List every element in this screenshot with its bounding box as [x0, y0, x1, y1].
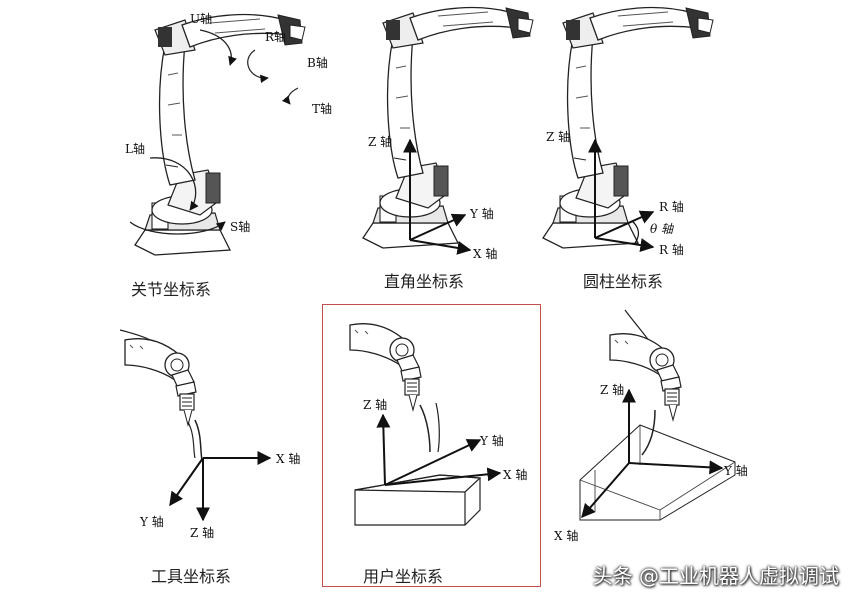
frame-illustration-6	[579, 309, 736, 521]
y-axis-label: Y 轴	[480, 434, 504, 448]
x-axis-label: X 轴	[473, 247, 498, 261]
cartesian-robot-illustration	[362, 6, 534, 255]
user-frame-highlight-box	[322, 304, 541, 587]
b-axis-label: B轴	[307, 56, 328, 70]
y-axis-label: Y 轴	[140, 515, 164, 529]
z-axis-label: Z 轴	[363, 398, 388, 412]
z-axis-label: Z 轴	[190, 526, 215, 540]
y-axis-label: Y 轴	[470, 207, 494, 221]
user-coordinate-caption: 用户坐标系	[363, 567, 444, 586]
r-axis-label: R轴	[265, 30, 287, 44]
user-frame-illustration	[349, 323, 502, 526]
r-axis-label-upper: R 轴	[659, 200, 684, 214]
x-axis-label: X 轴	[276, 452, 301, 466]
x-axis-label: X 轴	[554, 529, 579, 543]
l-axis-label: L轴	[125, 142, 145, 156]
tool-coordinate-caption: 工具坐标系	[151, 567, 232, 586]
watermark: 头条 @工业机器人虚拟调试	[592, 564, 839, 588]
s-axis-label: S轴	[230, 220, 251, 234]
joint-robot-illustration	[129, 13, 306, 256]
tool-frame-illustration	[119, 329, 272, 522]
cylindrical-robot-illustration	[542, 6, 714, 252]
y-axis-label: Y 轴	[724, 464, 748, 478]
z-axis-label: Z 轴	[600, 383, 625, 397]
x-axis-label: X 轴	[503, 468, 528, 482]
theta-axis-label: θ 轴	[650, 222, 674, 236]
t-axis-label: T轴	[312, 102, 333, 116]
z-axis-label: Z 轴	[368, 135, 393, 149]
z-axis-label: Z 轴	[546, 130, 571, 144]
joint-coordinate-caption: 关节坐标系	[131, 280, 212, 299]
cylindrical-coordinate-caption: 圆柱坐标系	[583, 272, 664, 291]
u-axis-label: U轴	[190, 12, 213, 26]
cartesian-coordinate-caption: 直角坐标系	[384, 272, 465, 291]
r-axis-label-lower: R 轴	[659, 243, 684, 257]
